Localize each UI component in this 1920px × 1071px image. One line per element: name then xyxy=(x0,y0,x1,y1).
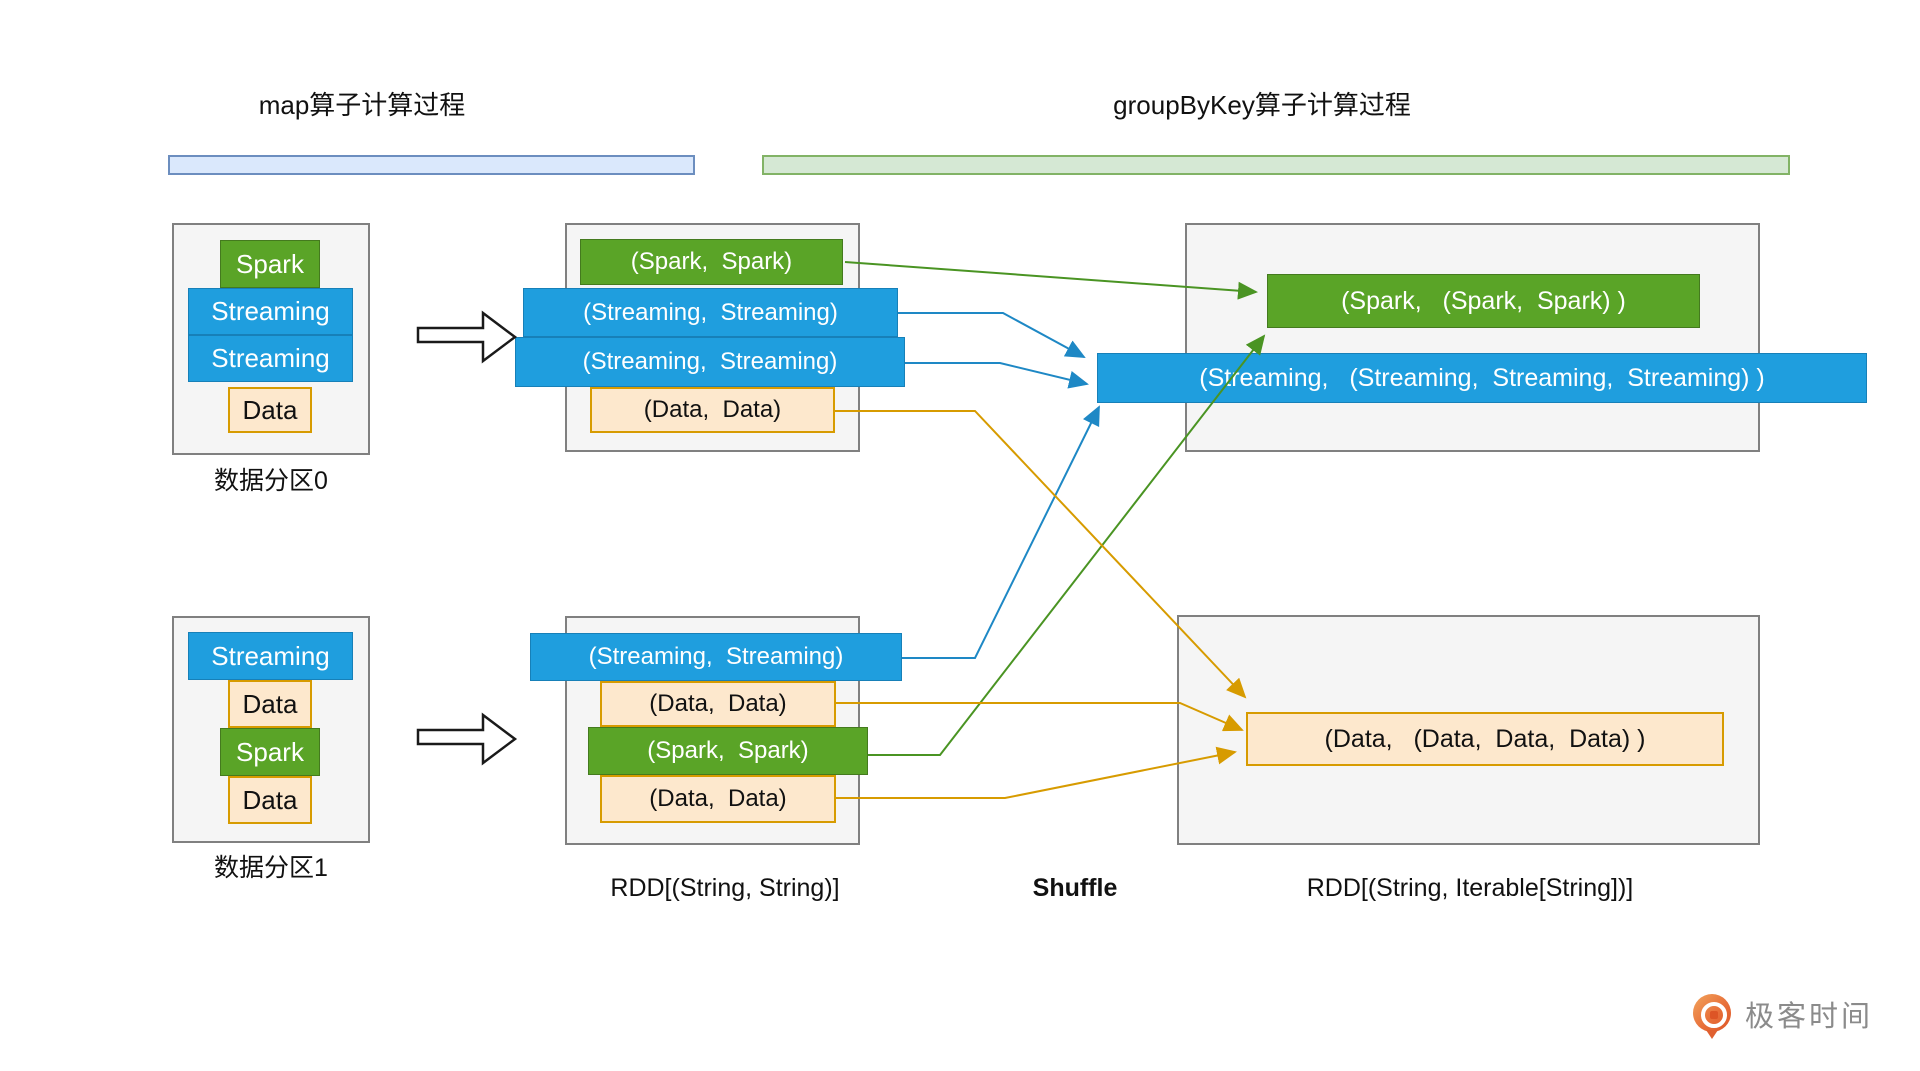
partition1-label: 数据分区1 xyxy=(214,854,328,882)
geektime-pin-icon xyxy=(1693,994,1733,1039)
rdd0-row-data: (Data, Data) xyxy=(590,387,835,433)
partition0-row-spark: Spark xyxy=(220,240,320,288)
arrow-streaming-3 xyxy=(902,405,1100,659)
logo-tip xyxy=(1706,1030,1718,1039)
arrow-streaming-2 xyxy=(905,362,1089,389)
map-section-bar xyxy=(168,155,695,175)
rdd1-row-data-2: (Data, Data) xyxy=(600,775,836,823)
result-row-spark: (Spark, (Spark, Spark) ) xyxy=(1267,274,1700,328)
partition0-row-streaming-2: Streaming xyxy=(188,335,353,382)
rdd-string-caption: RDD[(String, String)] xyxy=(610,873,840,902)
partition1-row-streaming: Streaming xyxy=(188,632,353,680)
shuffle-caption: Shuffle xyxy=(1032,873,1118,902)
rdd0-row-streaming-1: (Streaming, Streaming) xyxy=(523,288,898,337)
rdd0-row-spark: (Spark, Spark) xyxy=(580,239,843,285)
rdd1-row-data-1: (Data, Data) xyxy=(600,681,836,727)
partition1-row-data-2: Data xyxy=(228,776,312,824)
partition0-row-streaming-1: Streaming xyxy=(188,288,353,335)
rdd0-row-streaming-2: (Streaming, Streaming) xyxy=(515,337,905,387)
partition0-row-data: Data xyxy=(228,387,312,433)
rdd1-row-spark: (Spark, Spark) xyxy=(588,727,868,775)
map-transform-arrow-bottom xyxy=(416,712,518,766)
partition1-row-spark: Spark xyxy=(220,728,320,776)
logo-dot xyxy=(1710,1011,1718,1019)
geektime-logo-text: 极客时间 xyxy=(1745,1001,1874,1033)
arrow-data-bottom xyxy=(836,746,1237,799)
partition0-label: 数据分区0 xyxy=(214,467,328,495)
rdd-iterable-caption: RDD[(String, Iterable[String])] xyxy=(1306,873,1634,902)
groupbykey-section-bar xyxy=(762,155,1790,175)
rdd1-row-streaming: (Streaming, Streaming) xyxy=(530,633,902,681)
result-row-streaming: (Streaming, (Streaming, Streaming, Strea… xyxy=(1097,353,1867,403)
map-transform-arrow-top xyxy=(416,310,518,364)
groupbykey-section-title: groupByKey算子计算过程 xyxy=(1113,89,1411,120)
result0-box xyxy=(1185,223,1760,452)
arrow-streaming-1 xyxy=(898,312,1086,358)
logo-ring xyxy=(1701,1002,1727,1028)
map-section-title: map算子计算过程 xyxy=(258,89,466,120)
result-row-data: (Data, (Data, Data, Data) ) xyxy=(1246,712,1724,766)
partition1-row-data-1: Data xyxy=(228,680,312,728)
geektime-logo: 极客时间 xyxy=(1693,990,1874,1039)
